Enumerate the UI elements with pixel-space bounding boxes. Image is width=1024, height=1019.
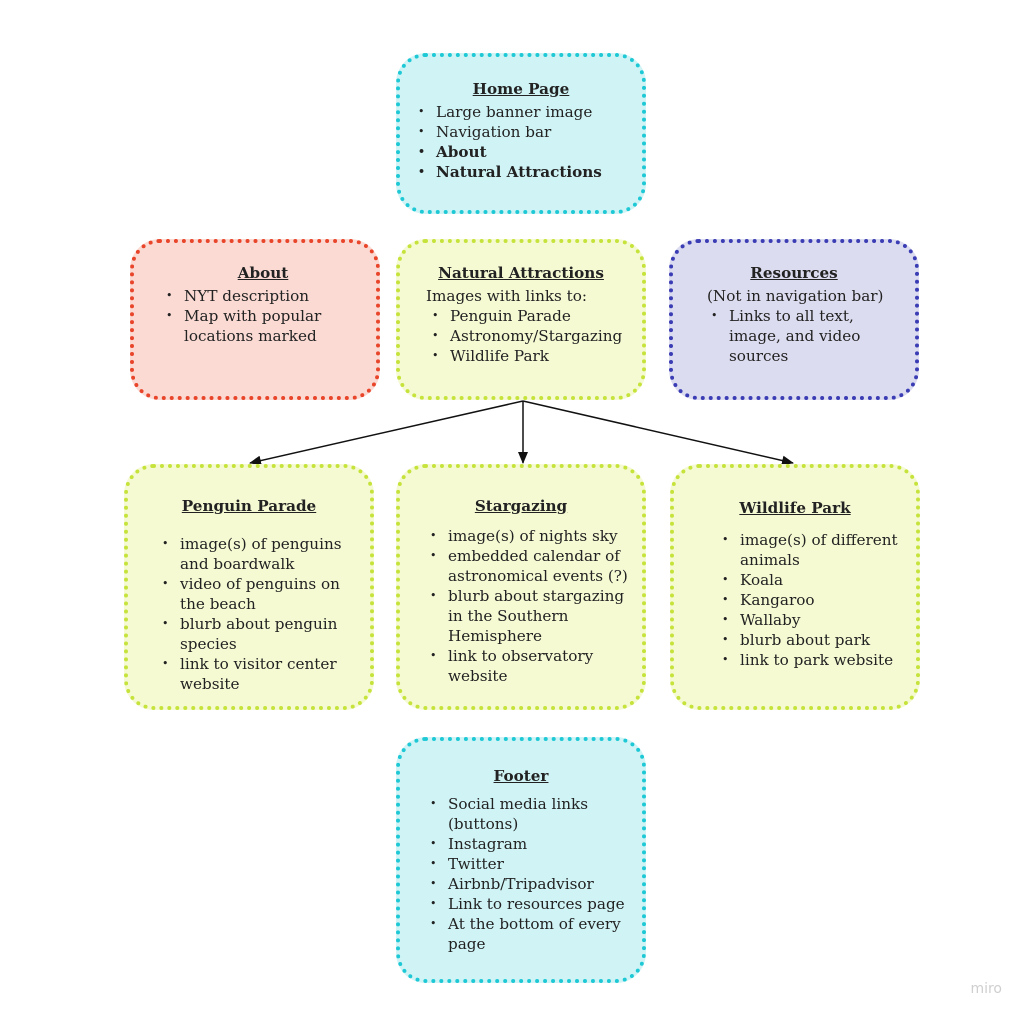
sub-list: About Natural Attractions bbox=[410, 142, 632, 182]
card-list: image(s) of nights sky embedded calendar… bbox=[410, 526, 632, 686]
card-title: Natural Attractions bbox=[438, 264, 604, 282]
list-item: image(s) of penguins and boardwalk bbox=[156, 534, 360, 574]
list-item: Social media links (buttons) bbox=[424, 794, 632, 834]
list-item: Map with popular locations marked bbox=[160, 306, 366, 346]
card-list: Links to all text, image, and video sour… bbox=[683, 306, 905, 366]
card-list: NYT description Map with popular locatio… bbox=[160, 286, 366, 346]
list-item: link to visitor center website bbox=[156, 654, 360, 694]
home-page-card: Home Page Large banner image Navigation … bbox=[396, 53, 646, 214]
list-item: Large banner image bbox=[412, 102, 632, 122]
list-item: embedded calendar of astronomical events… bbox=[424, 546, 632, 586]
card-title: Resources bbox=[750, 264, 838, 282]
card-intro: (Not in navigation bar) bbox=[707, 287, 884, 305]
card-title: Wildlife Park bbox=[739, 499, 851, 517]
card-list: Link to resources page At the bottom of … bbox=[410, 894, 632, 954]
list-item: Penguin Parade bbox=[426, 306, 632, 326]
list-item: Twitter bbox=[424, 854, 632, 874]
list-item: Wildlife Park bbox=[426, 346, 632, 366]
list-item: Wallaby bbox=[716, 610, 906, 630]
footer-card: Footer Social media links (buttons) Inst… bbox=[396, 737, 646, 983]
card-title: Stargazing bbox=[474, 497, 568, 515]
sub-list: Instagram Twitter Airbnb/Tripadvisor bbox=[410, 834, 632, 894]
list-item: Airbnb/Tripadvisor bbox=[424, 874, 632, 894]
list-item: Navigation bar bbox=[412, 122, 632, 142]
list-item: Kangaroo bbox=[716, 590, 906, 610]
wildlife-park-card: Wildlife Park image(s) of different anim… bbox=[670, 464, 920, 710]
card-intro: Images with links to: bbox=[426, 287, 588, 305]
list-item: Link to resources page bbox=[424, 894, 632, 914]
list-item: About bbox=[412, 142, 632, 162]
card-list: Large banner image Navigation bar bbox=[410, 102, 632, 142]
stargazing-card: Stargazing image(s) of nights sky embedd… bbox=[396, 464, 646, 710]
natural-attractions-card: Natural Attractions Images with links to… bbox=[396, 239, 646, 400]
about-card: About NYT description Map with popular l… bbox=[130, 239, 380, 400]
arrow-to-penguin-parade bbox=[249, 400, 524, 466]
list-item: blurb about penguin species bbox=[156, 614, 360, 654]
list-item: NYT description bbox=[160, 286, 366, 306]
list-item: Astronomy/Stargazing bbox=[426, 326, 632, 346]
list-item: Instagram bbox=[424, 834, 632, 854]
list-item: link to park website bbox=[716, 650, 906, 670]
miro-watermark: miro bbox=[970, 981, 1002, 997]
card-list: image(s) of penguins and boardwalk video… bbox=[138, 534, 360, 694]
list-item: blurb about park bbox=[716, 630, 906, 650]
card-list: blurb about park link to park website bbox=[684, 630, 906, 670]
list-item: image(s) of different animals bbox=[716, 530, 906, 570]
list-item: At the bottom of every page bbox=[424, 914, 632, 954]
list-item: blurb about stargazing in the Southern H… bbox=[424, 586, 632, 646]
card-list: Social media links (buttons) bbox=[410, 794, 632, 834]
list-item: image(s) of nights sky bbox=[424, 526, 632, 546]
sub-list: Koala Kangaroo Wallaby bbox=[684, 570, 906, 630]
card-title: Penguin Parade bbox=[181, 497, 317, 515]
arrow-to-wildlife-park bbox=[522, 400, 794, 466]
list-item: Links to all text, image, and video sour… bbox=[705, 306, 905, 366]
card-title: Home Page bbox=[472, 80, 570, 98]
card-title: About bbox=[237, 264, 289, 282]
list-item: video of penguins on the beach bbox=[156, 574, 360, 614]
penguin-parade-card: Penguin Parade image(s) of penguins and … bbox=[124, 464, 374, 710]
resources-card: Resources (Not in navigation bar) Links … bbox=[669, 239, 919, 400]
list-item: link to observatory website bbox=[424, 646, 632, 686]
card-list: Penguin Parade Astronomy/Stargazing Wild… bbox=[410, 306, 632, 366]
card-list: image(s) of different animals bbox=[684, 530, 906, 570]
card-title: Footer bbox=[493, 767, 549, 785]
list-item: Natural Attractions bbox=[412, 162, 632, 182]
list-item: Koala bbox=[716, 570, 906, 590]
